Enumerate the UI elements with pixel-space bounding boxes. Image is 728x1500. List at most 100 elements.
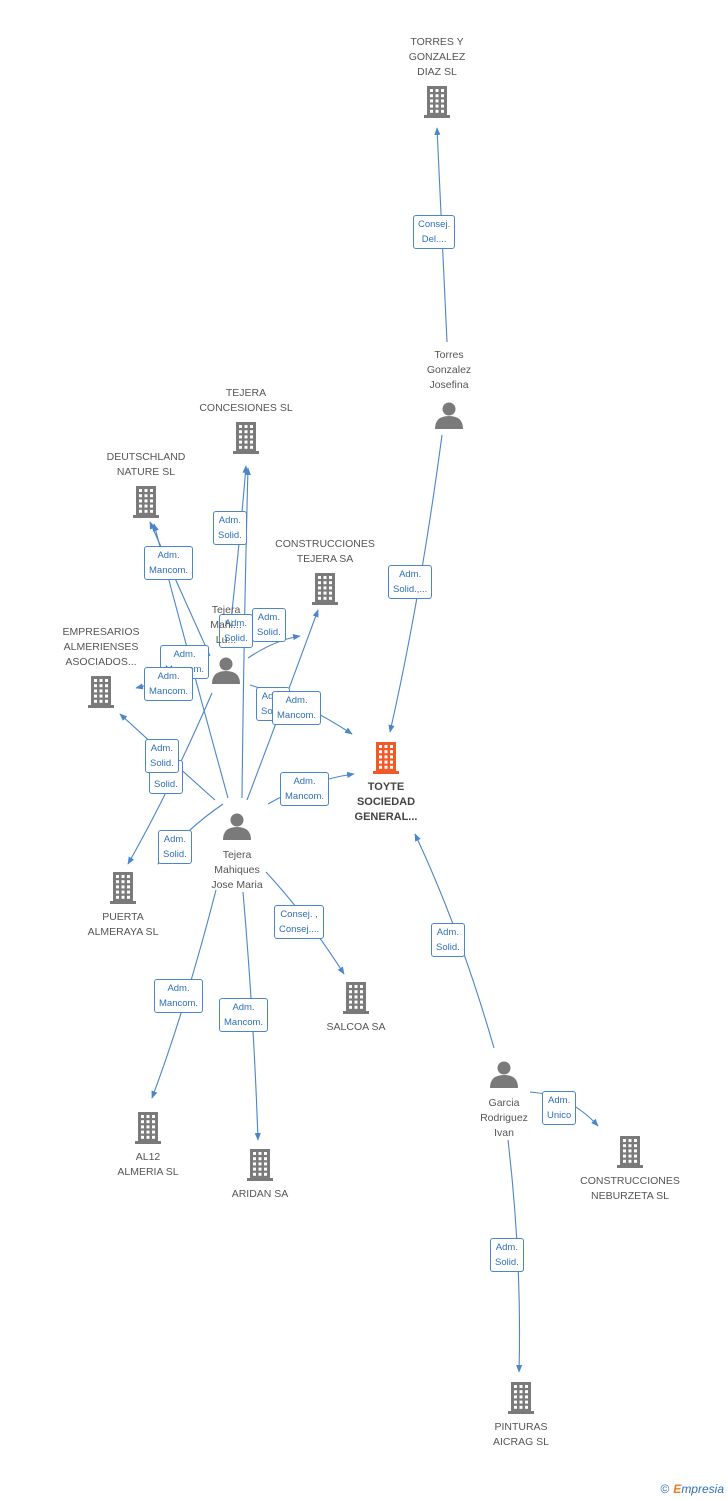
edge-role-label[interactable]: Adm. Solid. [145, 739, 179, 773]
node-label-line: EMPRESARIOS [62, 626, 140, 638]
edge-role-label[interactable]: Adm. Mancom. [154, 979, 204, 1013]
edge-line [247, 634, 301, 659]
edge-role-label[interactable]: Consej. ,Consej.... [274, 905, 325, 939]
edge-role-label[interactable]: Adm. Solid. [158, 830, 192, 864]
target-company-icon[interactable] [373, 742, 399, 774]
edge-role-text: Adm. [157, 671, 180, 682]
edge-role-text: Mancom. [159, 998, 199, 1009]
edge-role-text: Adm. [224, 618, 247, 629]
edge-role-label[interactable]: Adm.Mancom. [219, 998, 269, 1032]
node-label-line: TEJERA [225, 387, 267, 399]
node-label-line: Torres [434, 349, 464, 361]
edge-role-text: Consej. [418, 219, 451, 230]
company-icon[interactable] [133, 486, 159, 518]
company-icon[interactable] [88, 676, 114, 708]
node-label-line: Josefina [429, 379, 469, 391]
company-icon[interactable] [617, 1136, 643, 1168]
edge-role-text: Solid. [495, 1257, 519, 1268]
edge-role-label[interactable]: Adm.Unico [542, 1091, 577, 1125]
person-icon[interactable] [223, 813, 251, 841]
company-icon[interactable] [508, 1382, 534, 1414]
edge-role-text: Adm. [285, 695, 308, 706]
node-label-line: GENERAL... [354, 811, 418, 823]
node-label-line: DIAZ SL [417, 66, 457, 78]
copyright-symbol: © [660, 1482, 670, 1496]
edge-role-label[interactable]: Adm.Mancom. [272, 691, 322, 725]
edge-role-text: Adm. [436, 927, 459, 938]
edge-role-label[interactable]: Adm.Mancom. [144, 667, 194, 701]
node-label-line: Gonzalez [426, 364, 472, 376]
company-icon[interactable] [247, 1149, 273, 1181]
node-label-line: NEBURZETA SL [591, 1190, 669, 1202]
node-label-line: Garcia [488, 1097, 520, 1109]
node-label-line: CONSTRUCCIONES [275, 538, 375, 550]
node-label[interactable]: PUERTA ALMERAYA SL [58, 910, 188, 940]
company-icon[interactable] [135, 1112, 161, 1144]
edge-role-label[interactable]: Adm.Mancom. [280, 772, 330, 806]
person-icon[interactable] [212, 657, 240, 685]
edge-role-text: Adm. [257, 612, 280, 623]
edge-role-label[interactable]: Adm. Solid. [252, 608, 286, 642]
company-icon[interactable] [343, 982, 369, 1014]
node-label[interactable]: TOYTE SOCIEDAD GENERAL... [321, 780, 451, 825]
company-icon[interactable] [233, 422, 259, 454]
edge-role-text: Adm. [399, 569, 422, 580]
edge-role-label[interactable]: Adm.Mancom. [144, 546, 194, 580]
edge-role-text: Solid. [163, 849, 187, 860]
node-label-line: ALMERIA SL [117, 1166, 179, 1178]
company-icon[interactable] [312, 573, 338, 605]
node-label[interactable]: CONSTRUCCIONES TEJERA SA [260, 537, 390, 567]
edge-role-text: Solid. [218, 530, 242, 541]
node-label[interactable]: TORRES Y GONZALEZ DIAZ SL [372, 35, 502, 80]
brand-logo-text[interactable]: mpresia [681, 1482, 724, 1496]
brand-logo-initial: E [673, 1482, 682, 1496]
edge-role-text: Adm. [150, 743, 173, 754]
node-label-line: TEJERA SA [296, 553, 354, 565]
edge-role-text: Adm. [163, 834, 186, 845]
node-label[interactable]: PINTURAS AICRAG SL [456, 1420, 586, 1450]
node-label-line: GONZALEZ [408, 51, 466, 63]
node-label[interactable]: ARIDAN SA [195, 1187, 325, 1202]
node-label-line: Ivan [494, 1127, 514, 1139]
edge-role-label[interactable]: Adm.Solid. [431, 923, 465, 957]
edge-role-text: Solid. [224, 633, 248, 644]
node-label-line: Mahi... [210, 619, 242, 631]
node-label-line: Rodriguez [480, 1112, 528, 1124]
edge-role-text: Solid. [257, 627, 281, 638]
edge-role-label[interactable]: Adm.Solid. [213, 511, 247, 545]
node-label-line: AICRAG SL [492, 1436, 550, 1448]
edge-role-label[interactable]: Consej.Del.... [413, 215, 456, 249]
edge-role-label[interactable]: Adm. Solid. [219, 614, 253, 648]
node-label-line: TOYTE [367, 781, 405, 793]
edge-role-text: Adm. [167, 983, 190, 994]
edge-role-text: Adm. [548, 1095, 571, 1106]
person-icon[interactable] [490, 1061, 518, 1089]
node-label-line: ALMERAYA SL [87, 926, 159, 938]
edge-role-label[interactable]: Adm. Solid. [490, 1238, 524, 1272]
node-label-line: PUERTA [102, 911, 144, 923]
person-icon[interactable] [435, 402, 463, 430]
company-icon[interactable] [110, 872, 136, 904]
footer: ©Empresia [660, 1482, 724, 1496]
node-label-line: PINTURAS [494, 1421, 548, 1433]
node-label[interactable]: SALCOA SA [291, 1020, 421, 1035]
node-label-line: TORRES Y [410, 36, 464, 48]
edge-role-text: Adm. [495, 1242, 518, 1253]
node-label-line: DEUTSCHLAND [106, 451, 186, 463]
node-label-line: ALMERIENSES [63, 641, 139, 653]
edge-role-text: Consej. , [280, 909, 318, 920]
edge-role-text: Adm. [173, 649, 196, 660]
company-icon[interactable] [424, 86, 450, 118]
edge-role-label[interactable]: Adm.Solid.,... [388, 565, 433, 599]
edge-role-text: Solid. [150, 758, 174, 769]
node-label-line: SOCIEDAD [356, 796, 416, 808]
